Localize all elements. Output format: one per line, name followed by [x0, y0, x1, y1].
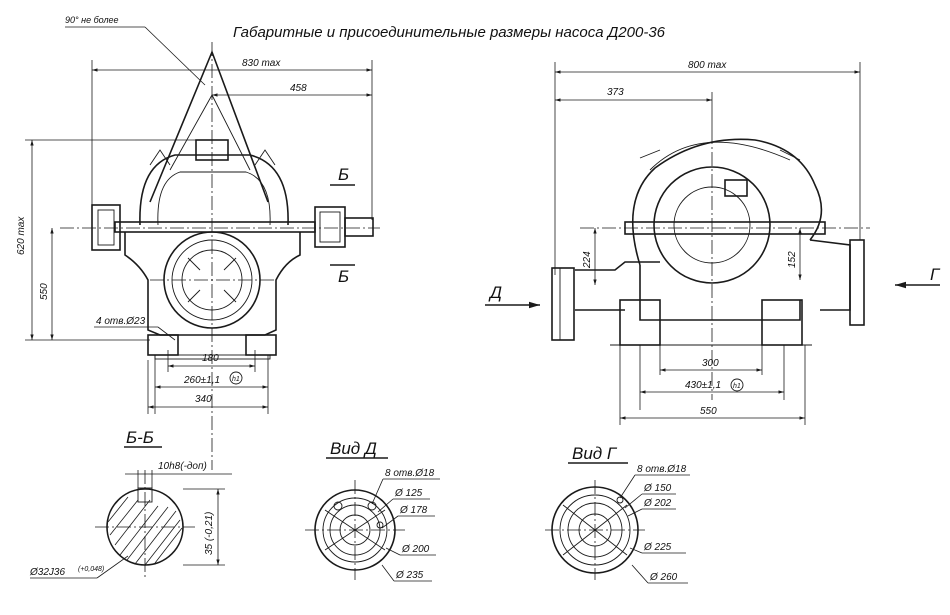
keyway-dim: 10h8(-доп) — [158, 461, 207, 472]
dim-260: 260±1,1 — [183, 375, 220, 386]
dim-340: 340 — [195, 394, 212, 405]
view-d-d3: Ø 200 — [401, 544, 430, 555]
section-mark-b-top: Б — [338, 165, 349, 184]
front-view: 90° не более Б Б — [16, 15, 380, 470]
arrow-label-g: Г — [930, 265, 941, 284]
tol-mark-front: h1 — [232, 376, 240, 383]
angle-note: 90° не более — [65, 15, 119, 25]
view-d-holes: 8 отв.Ø18 — [385, 468, 435, 479]
shaft-tol: (+0,048) — [78, 566, 104, 573]
dim-152: 152 — [787, 251, 798, 268]
view-d-d2: Ø 178 — [399, 505, 428, 516]
view-d: Вид Д 8 отв.Ø18 Ø 125 Ø 178 Ø 200 Ø 235 — [305, 439, 440, 582]
dim-800-max: 800 max — [688, 60, 727, 71]
holes-note-front: 4 отв.Ø23 — [96, 316, 146, 327]
drawing-title: Габаритные и присоединительные размеры н… — [233, 24, 666, 41]
side-view: 800 max 373 224 152 Д Г 300 430±1,1 h1 5… — [485, 60, 941, 425]
dim-550-side: 550 — [700, 406, 717, 417]
view-g: Вид Г 8 отв.Ø18 Ø 150 Ø 202 Ø 225 Ø 260 — [545, 444, 690, 584]
view-g-d1: Ø 150 — [643, 483, 672, 494]
dim-430: 430±1,1 — [685, 380, 721, 391]
arrow-label-d: Д — [488, 283, 502, 302]
shaft-dim: Ø32J36 — [29, 567, 65, 578]
view-g-holes: 8 отв.Ø18 — [637, 464, 687, 475]
dim-458: 458 — [290, 83, 307, 94]
view-d-d1: Ø 125 — [394, 488, 423, 499]
tol-mark-side: h1 — [733, 383, 741, 390]
view-d-d4: Ø 235 — [395, 570, 424, 581]
section-mark-b-bottom: Б — [338, 267, 349, 286]
dim-180: 180 — [202, 353, 219, 364]
section-bb: Б-Б 10h8(-доп) 35 (-0,21) Ø32J36 — [29, 428, 232, 580]
view-g-label: Вид Г — [572, 444, 618, 463]
dim-550-front: 550 — [39, 283, 50, 300]
dim-300: 300 — [702, 358, 719, 369]
section-bb-label: Б-Б — [126, 428, 154, 447]
dim-373: 373 — [607, 87, 624, 98]
dim-620-max: 620 max — [16, 216, 27, 255]
view-g-d3: Ø 225 — [643, 542, 672, 553]
depth-dim: 35 (-0,21) — [204, 512, 215, 555]
dim-830-max: 830 max — [242, 58, 281, 69]
view-d-label: Вид Д — [330, 439, 377, 458]
dim-224: 224 — [582, 251, 593, 269]
view-g-d4: Ø 260 — [649, 572, 678, 583]
view-g-d2: Ø 202 — [643, 498, 672, 509]
